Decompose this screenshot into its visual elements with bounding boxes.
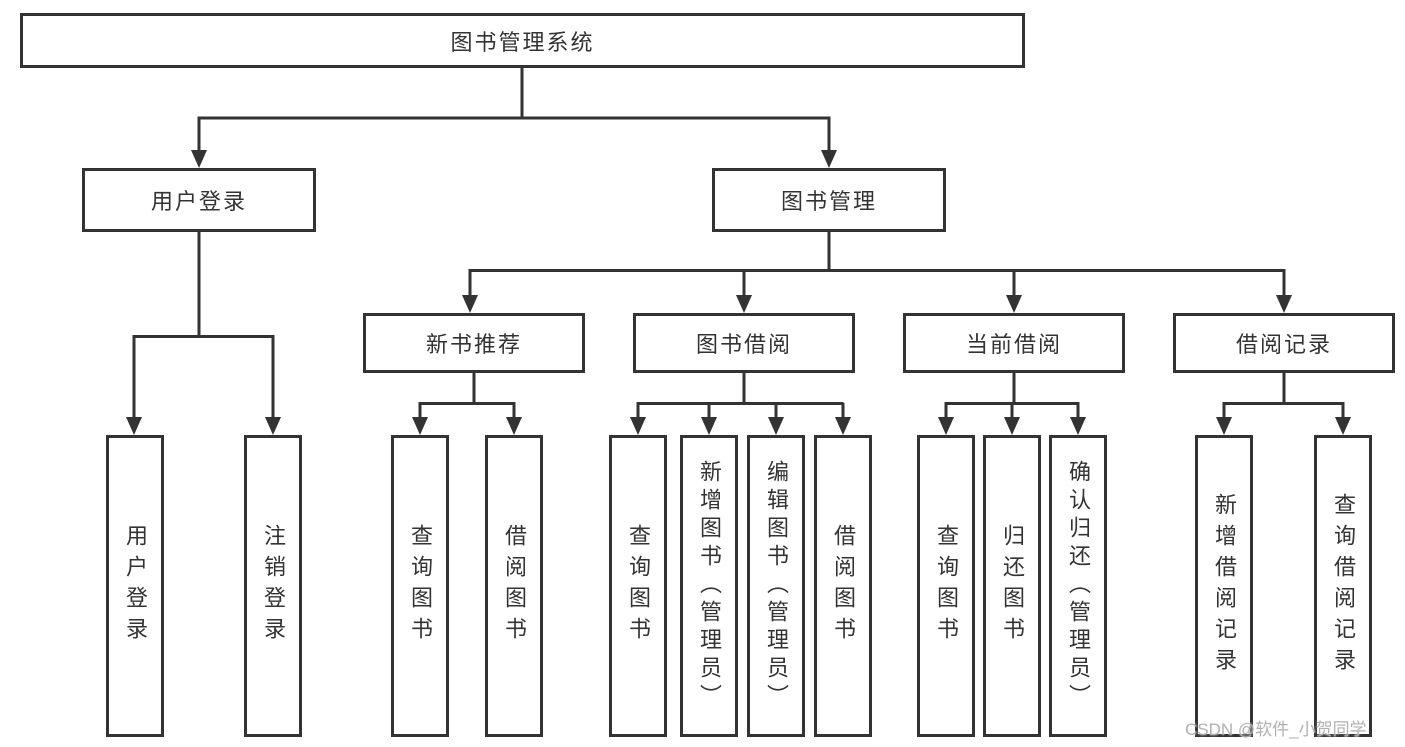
node-user-login-branch: 用户登录 [82,168,316,232]
node-label: 借阅记录 [1235,332,1332,357]
node-book-management: 图书管理 [712,168,946,232]
leaf-query-books-current: 查询图书 [917,435,975,737]
leaf-label: 查询借阅记录 [1331,493,1356,679]
leaf-query-borrow-record: 查询借阅记录 [1314,435,1372,737]
leaf-return-books: 归还图书 [983,435,1041,737]
leaf-label: 查询图书 [408,524,433,648]
leaf-borrow-books-recommend: 借阅图书 [485,435,543,737]
node-label: 当前借阅 [965,332,1062,357]
leaf-label: 用户登录 [123,524,148,648]
leaf-user-login: 用户登录 [106,435,164,737]
csdn-watermark: CSDN @软件_小贺同学 [1185,720,1367,739]
node-root-label: 图书管理系统 [450,29,595,55]
node-root: 图书管理系统 [20,13,1025,68]
leaf-label: 编辑图书（管理员） [764,460,789,712]
leaf-borrow-books: 借阅图书 [814,435,872,737]
leaf-label: 新增图书（管理员） [697,460,722,712]
node-current-borrow: 当前借阅 [903,313,1125,373]
leaf-query-books-recommend: 查询图书 [391,435,449,737]
node-new-book-recommend: 新书推荐 [363,313,585,373]
node-label: 图书管理 [780,189,877,214]
connector-user-branch [126,232,281,435]
leaf-label: 查询图书 [626,524,651,648]
leaf-confirm-return-admin: 确认归还（管理员） [1049,435,1107,737]
leaf-label: 查询图书 [934,524,959,648]
leaf-label: 借阅图书 [831,524,856,648]
leaf-query-books-borrow: 查询图书 [609,435,667,737]
node-label: 图书借阅 [695,332,792,357]
leaf-label: 借阅图书 [502,524,527,648]
leaf-label: 新增借阅记录 [1212,493,1237,679]
node-label: 新书推荐 [425,332,522,357]
connector-group-records [1216,373,1351,435]
connector-group-newbook [412,373,522,435]
node-label: 用户登录 [150,189,247,214]
leaf-label: 确认归还（管理员） [1066,460,1091,712]
node-borrow-records: 借阅记录 [1173,313,1395,373]
leaf-logout: 注销登录 [244,435,302,737]
connector-group-borrow [630,373,851,435]
connector-group-current [938,373,1086,435]
leaf-label: 归还图书 [1000,524,1025,648]
leaf-label: 注销登录 [261,524,286,648]
leaf-add-borrow-record: 新增借阅记录 [1195,435,1253,737]
node-book-borrow: 图书借阅 [633,313,855,373]
leaf-edit-book-admin: 编辑图书（管理员） [747,435,805,737]
leaf-add-book-admin: 新增图书（管理员） [680,435,738,737]
connector-root-to-level2 [191,68,837,168]
connector-mgmt-to-level3 [462,232,1292,313]
